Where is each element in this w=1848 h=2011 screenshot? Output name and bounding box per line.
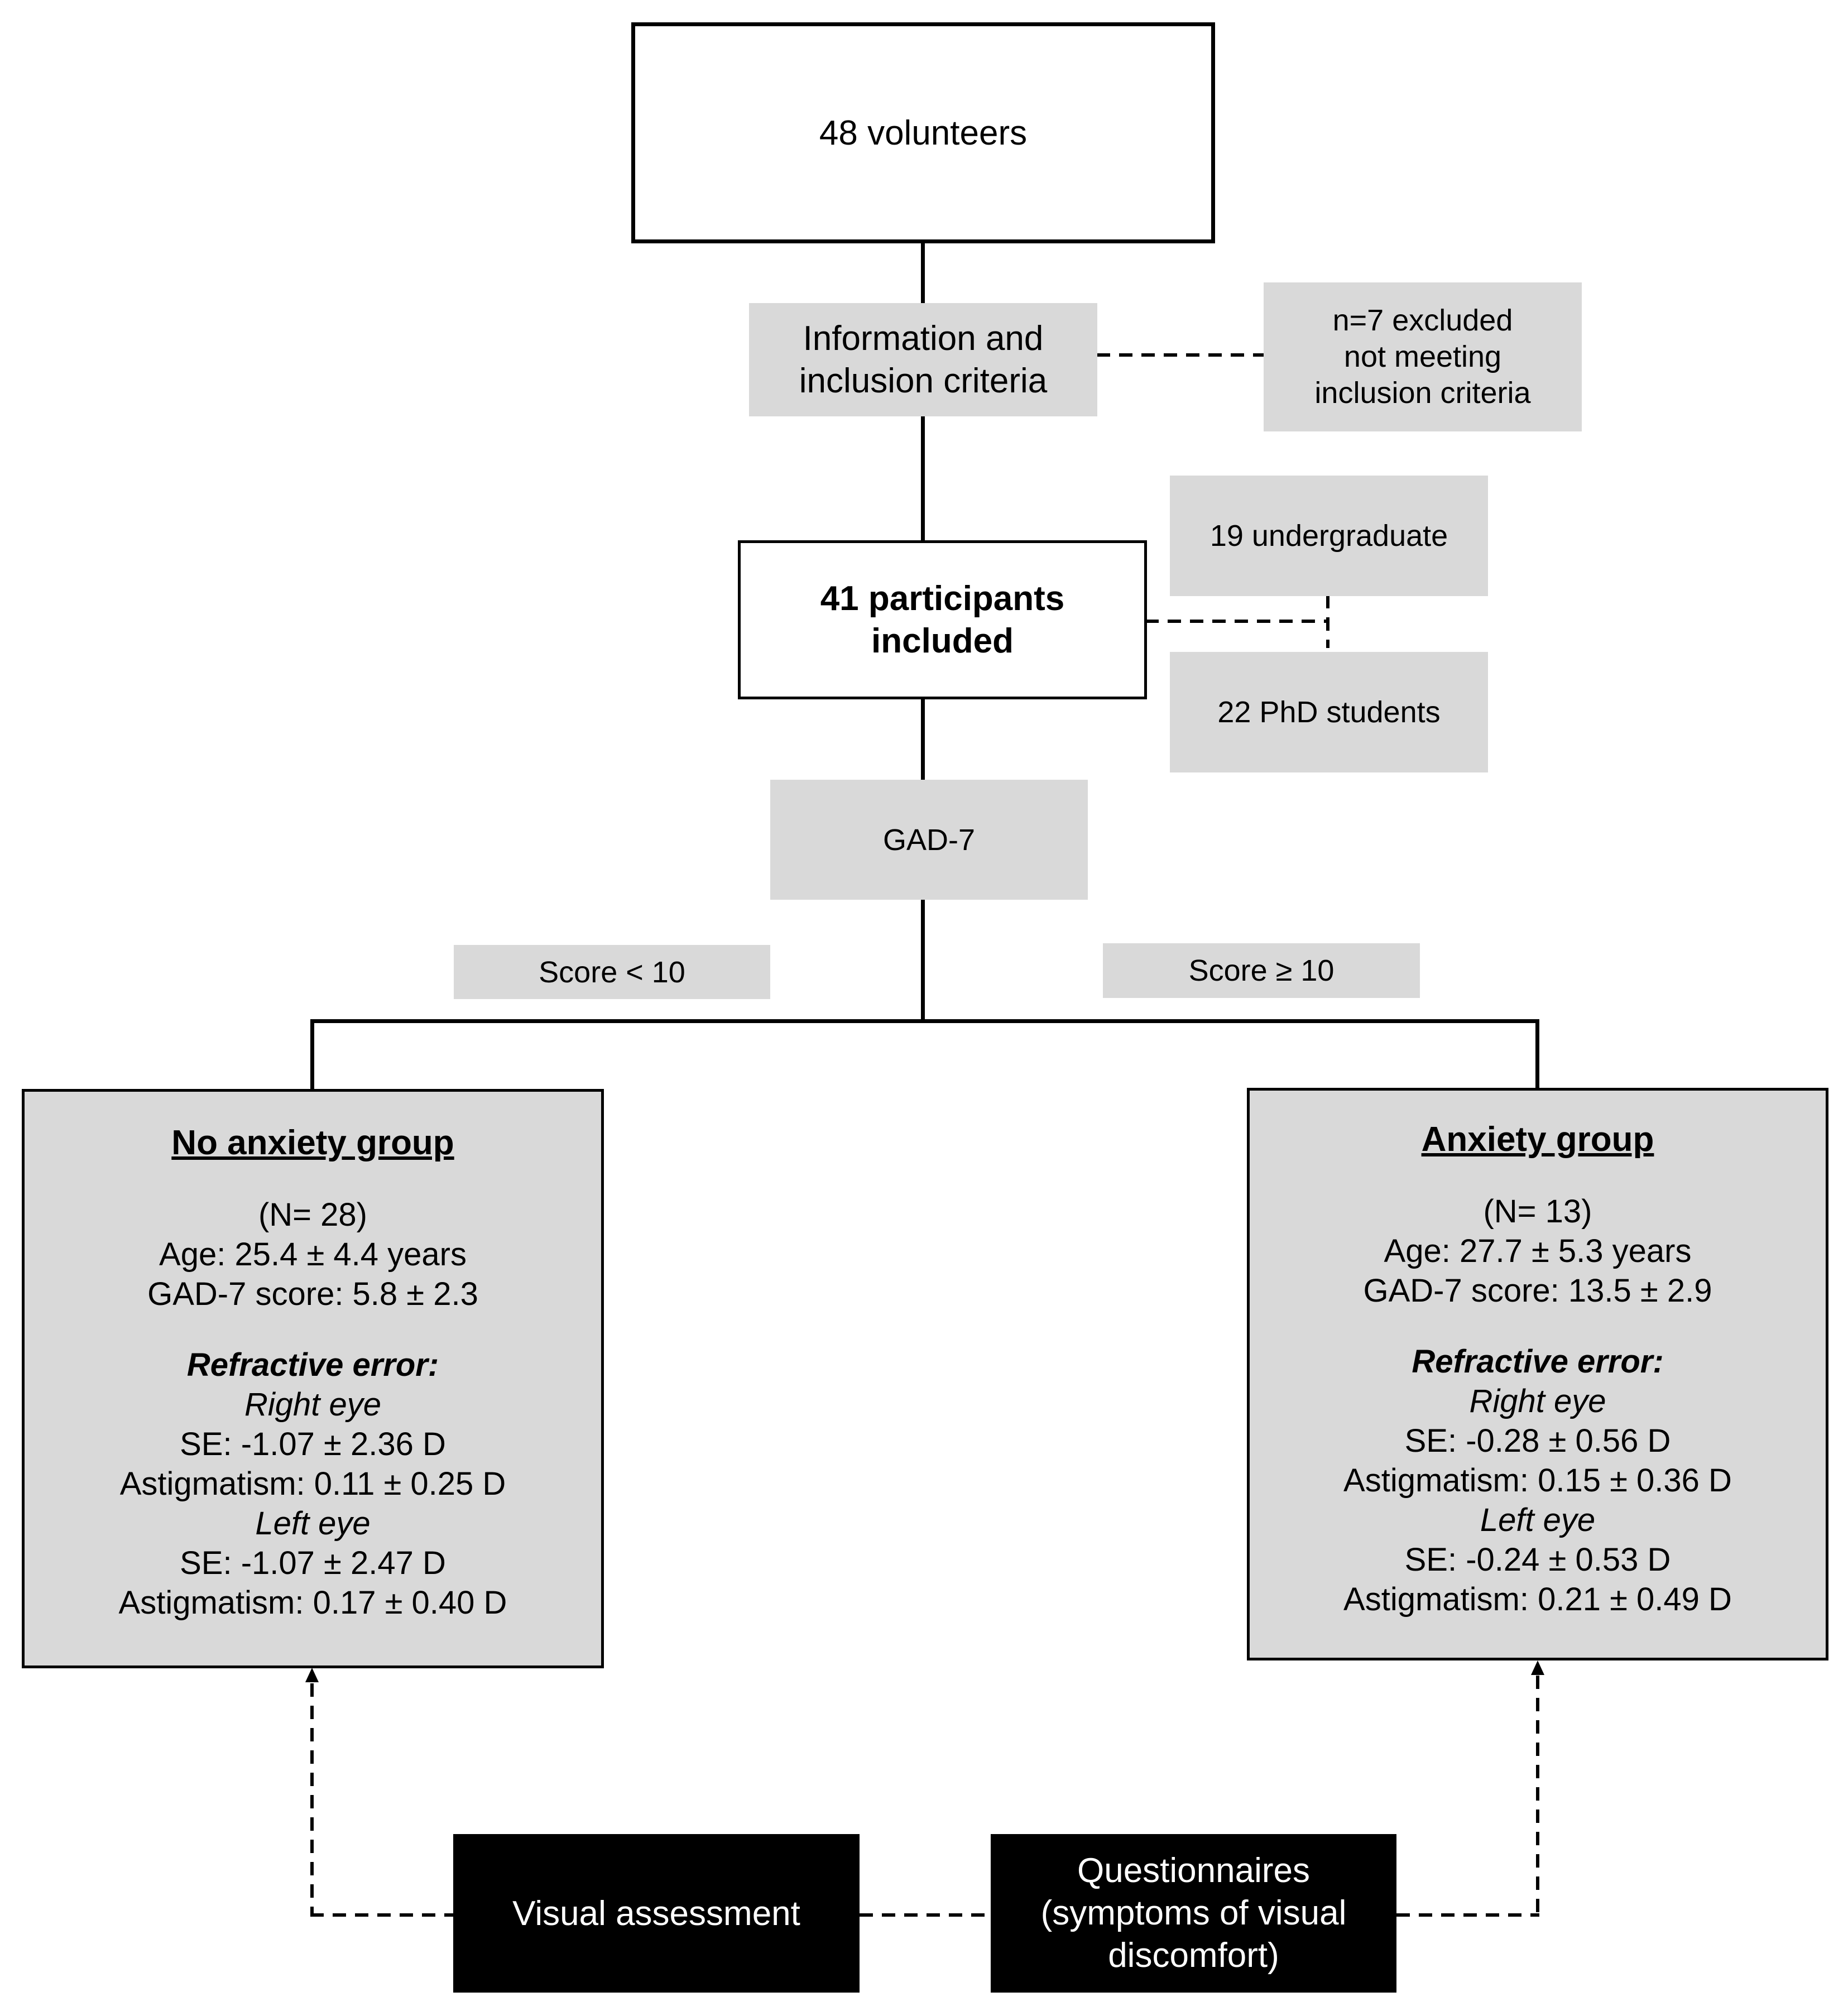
branch-horizontal: [310, 1019, 1539, 1023]
volunteers-box: 48 volunteers: [631, 22, 1215, 243]
branch-right-drop: [1535, 1019, 1539, 1090]
excluded-line-2: not meeting: [1343, 340, 1502, 373]
score-low-box: Score < 10: [454, 945, 770, 999]
excluded-box: n=7 excluded not meeting inclusion crite…: [1264, 282, 1582, 431]
volunteers-label: 48 volunteers: [819, 113, 1028, 152]
information-inclusion-box: Information and inclusion criteria: [749, 303, 1097, 416]
visual-assessment-box: Visual assessment: [453, 1834, 860, 1993]
dashed-right-bottom: [1396, 1913, 1539, 1917]
no-anxiety-right-se: SE: -1.07 ± 2.36 D: [180, 1426, 446, 1462]
anxiety-n: (N= 13): [1483, 1193, 1592, 1230]
anxiety-right-astig: Astigmatism: 0.15 ± 0.36 D: [1343, 1462, 1732, 1499]
visual-assessment-label: Visual assessment: [512, 1894, 800, 1933]
gad7-label: GAD-7: [882, 823, 976, 857]
dashed-students-vertical: [1326, 595, 1329, 648]
phd-box: 22 PhD students: [1170, 652, 1488, 772]
no-anxiety-left-se: SE: -1.07 ± 2.47 D: [180, 1545, 446, 1581]
no-anxiety-age: Age: 25.4 ± 4.4 years: [159, 1236, 467, 1273]
no-anxiety-gad-score: GAD-7 score: 5.8 ± 2.3: [147, 1276, 478, 1312]
no-anxiety-title: No anxiety group: [171, 1124, 454, 1162]
score-low-label: Score < 10: [539, 955, 685, 989]
anxiety-left-se: SE: -0.24 ± 0.53 D: [1404, 1542, 1671, 1578]
info-line-2: inclusion criteria: [799, 361, 1048, 400]
no-anxiety-refractive-heading: Refractive error:: [186, 1347, 439, 1383]
gad7-box: GAD-7: [770, 780, 1088, 900]
anxiety-left-eye: Left eye: [1480, 1502, 1596, 1538]
participants-line-2: included: [871, 621, 1014, 660]
participants-line-1: 41 participants: [820, 579, 1065, 618]
info-line-1: Information and: [803, 319, 1044, 358]
anxiety-left-astig: Astigmatism: 0.21 ± 0.49 D: [1343, 1581, 1732, 1618]
dashed-participants-to-students: [1145, 620, 1329, 623]
questionnaires-box: Questionnaires (symptoms of visual disco…: [991, 1834, 1396, 1993]
no-anxiety-left-eye: Left eye: [255, 1505, 371, 1542]
anxiety-right-eye: Right eye: [1469, 1383, 1606, 1419]
dashed-between-black-boxes: [860, 1913, 991, 1917]
anxiety-right-se: SE: -0.28 ± 0.56 D: [1404, 1423, 1671, 1459]
anxiety-gad-score: GAD-7 score: 13.5 ± 2.9: [1363, 1273, 1712, 1309]
branch-left-drop: [310, 1019, 314, 1090]
questionnaires-line-1: Questionnaires: [1077, 1851, 1311, 1890]
phd-label: 22 PhD students: [1217, 695, 1441, 729]
no-anxiety-right-eye: Right eye: [244, 1386, 382, 1423]
excluded-line-3: inclusion criteria: [1314, 376, 1531, 410]
no-anxiety-left-astig: Astigmatism: 0.17 ± 0.40 D: [118, 1585, 507, 1621]
participants-box: 41 participants included: [738, 540, 1147, 699]
anxiety-age: Age: 27.7 ± 5.3 years: [1384, 1233, 1692, 1269]
undergraduate-label: 19 undergraduate: [1209, 519, 1448, 553]
questionnaires-line-2: (symptoms of visual: [1040, 1894, 1347, 1932]
no-anxiety-group-box: No anxiety group (N= 28) Age: 25.4 ± 4.4…: [22, 1089, 604, 1668]
anxiety-group-box: Anxiety group (N= 13) Age: 27.7 ± 5.3 ye…: [1247, 1088, 1828, 1660]
no-anxiety-n: (N= 28): [258, 1197, 367, 1233]
score-high-label: Score ≥ 10: [1188, 954, 1335, 987]
no-anxiety-right-astig: Astigmatism: 0.11 ± 0.25 D: [119, 1466, 506, 1502]
dashed-left-up: [310, 1683, 314, 1917]
arrow-to-anxiety: [1531, 1660, 1544, 1675]
score-high-box: Score ≥ 10: [1103, 943, 1420, 998]
anxiety-refractive-heading: Refractive error:: [1412, 1343, 1664, 1380]
dashed-info-to-excluded: [1097, 353, 1264, 357]
questionnaires-line-3: discomfort): [1108, 1936, 1279, 1975]
dashed-right-up: [1536, 1676, 1539, 1917]
undergraduate-box: 19 undergraduate: [1170, 476, 1488, 596]
dashed-left-bottom: [310, 1913, 453, 1917]
excluded-line-1: n=7 excluded: [1332, 304, 1513, 337]
arrow-to-no-anxiety: [305, 1668, 319, 1682]
anxiety-title: Anxiety group: [1421, 1120, 1654, 1159]
